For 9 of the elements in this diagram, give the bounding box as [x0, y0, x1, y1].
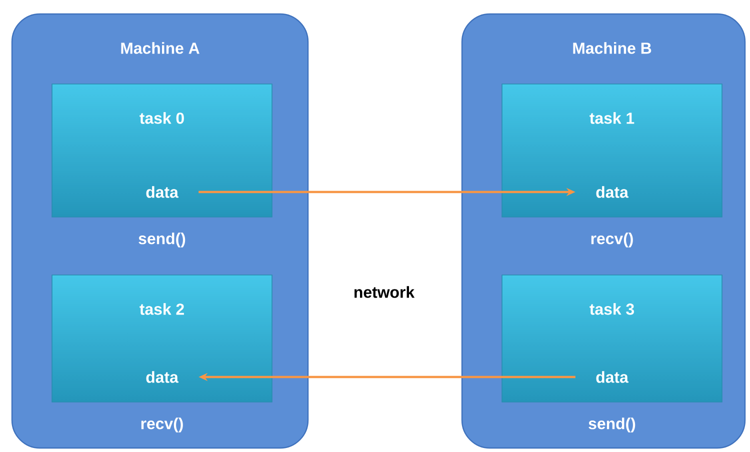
function-call: recv()	[591, 232, 633, 248]
function-call: send()	[588, 418, 636, 432]
function-call: recv()	[141, 418, 183, 432]
network-label: network	[354, 286, 415, 298]
data-label: data	[596, 186, 628, 198]
data-label: data	[146, 186, 178, 198]
data-label: data	[146, 371, 178, 383]
data-label: data	[596, 371, 628, 383]
function-call: send()	[138, 232, 186, 248]
